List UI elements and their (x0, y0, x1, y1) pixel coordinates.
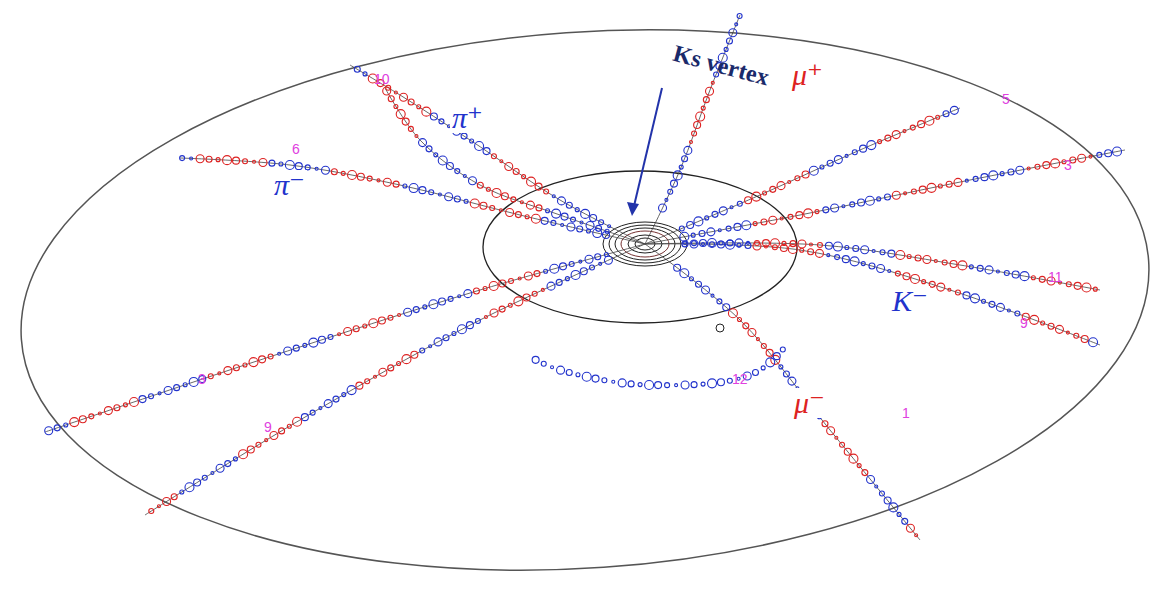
track-hits (682, 240, 1098, 347)
particle-label: μ⁻ (792, 388, 827, 418)
callout-number: 5 (1000, 92, 1012, 106)
particle-track (645, 243, 1100, 290)
particle-label: μ⁺ (790, 60, 825, 90)
callout-number: 3 (1062, 158, 1074, 172)
particle-track (145, 244, 645, 515)
detector-outline (3, 0, 1166, 589)
particle-track (645, 150, 1125, 244)
track-hits (149, 256, 613, 513)
track-hits (679, 106, 958, 231)
callout-number: 10 (372, 72, 392, 86)
track-hits (354, 66, 610, 227)
track-hits (674, 264, 918, 536)
callout-number: 11 (1046, 270, 1065, 284)
track-hits (45, 252, 609, 434)
particle-track (645, 244, 1100, 345)
callout-number: 12 (730, 372, 750, 386)
particle-track (385, 88, 645, 244)
track-hits (683, 238, 1097, 292)
particle-track (180, 158, 645, 244)
callout-number: 3 (196, 372, 208, 386)
callout-number: 9 (262, 420, 274, 434)
track-hits (180, 155, 610, 239)
vertex-label: Ks vertex (669, 40, 774, 90)
particle-track (350, 65, 645, 244)
particle-track (645, 244, 920, 540)
inner-detector (483, 171, 797, 323)
particle-label: K⁻ (890, 286, 930, 316)
track-hits (680, 147, 1122, 241)
particle-track (45, 244, 645, 432)
particle-label: π⁺ (450, 103, 485, 133)
particle-label: π⁻ (272, 170, 307, 200)
track-hits (532, 347, 785, 390)
particle-track (532, 244, 800, 385)
track-hits (659, 14, 743, 213)
ks-arrow (627, 88, 662, 216)
callout-number: 1 (900, 406, 912, 420)
callout-number: 9 (1018, 316, 1030, 330)
particle-track (645, 108, 960, 244)
callout-number: 6 (290, 142, 302, 156)
track-hits (383, 87, 609, 233)
